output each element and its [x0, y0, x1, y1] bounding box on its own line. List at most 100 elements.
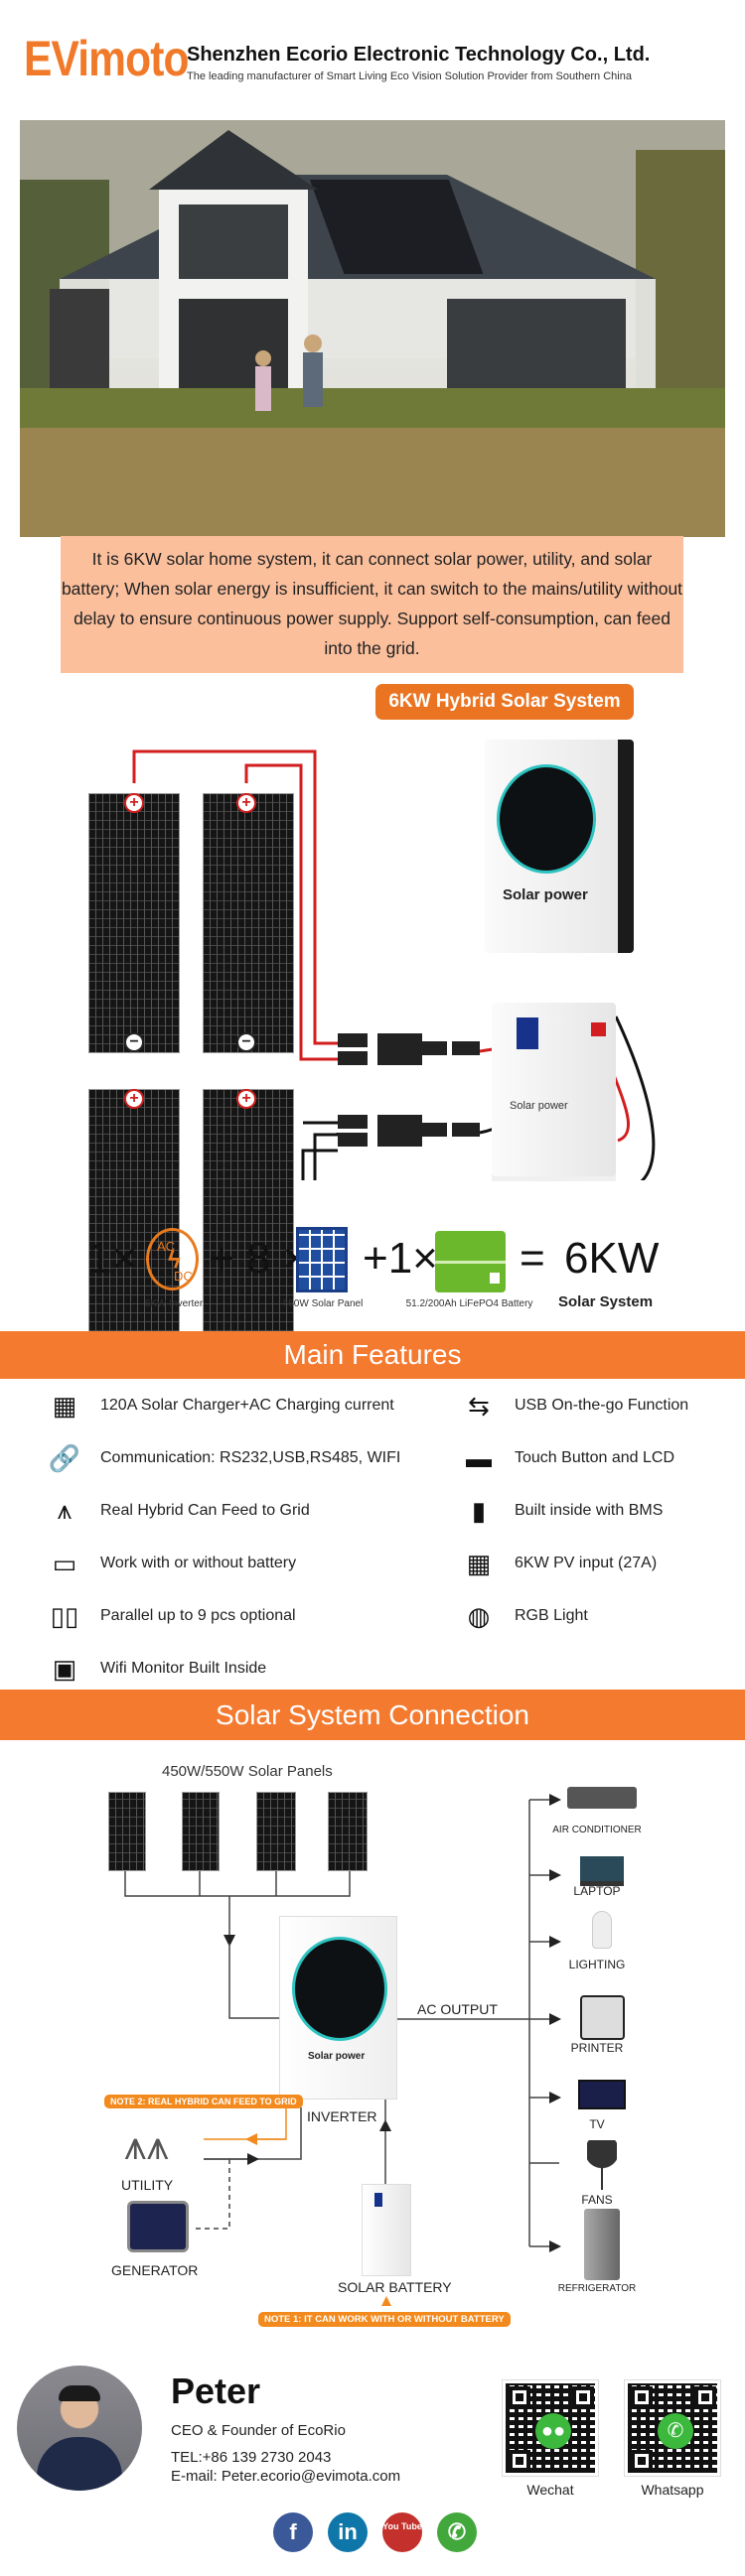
battery-quantity: +1×	[363, 1234, 438, 1283]
feature-item: ▣Wifi Monitor Built Inside	[45, 1653, 266, 1685]
qr-finder	[572, 2386, 594, 2408]
wechat-icon: ●●	[535, 2413, 571, 2449]
feature-label: 120A Solar Charger+AC Charging current	[100, 1397, 394, 1414]
contact-name: Peter	[171, 2371, 261, 2411]
solar-panel	[108, 1792, 146, 1871]
solar-battery-label: SOLAR BATTERY	[338, 2279, 452, 2295]
system-result: 6KW	[564, 1234, 660, 1283]
feature-label: 6KW PV input (27A)	[515, 1555, 658, 1571]
feature-item: ▦ 120A Solar Charger+AC Charging current	[45, 1390, 394, 1422]
inverter-quantity: 1×	[87, 1234, 138, 1283]
feature-label: Touch Button and LCD	[515, 1449, 674, 1466]
appliance-label: REFRIGERATOR	[557, 2283, 637, 2294]
battery-label: 51.2/200Ah LiFePO4 Battery	[405, 1298, 533, 1309]
feature-item: ▦ 6KW PV input (27A)	[459, 1548, 657, 1579]
feature-item: ▭Work with or without battery	[45, 1548, 296, 1579]
feature-item: 🔗 Communication: RS232,USB,RS485, WIFI	[45, 1442, 401, 1474]
company-tagline: The leading manufacturer of Smart Living…	[187, 70, 632, 82]
power-tower-icon: ⩚	[57, 1495, 73, 1525]
negative-terminal-icon: −	[236, 1032, 256, 1052]
feature-label: RGB Light	[515, 1607, 588, 1624]
feature-label: Real Hybrid Can Feed to Grid	[100, 1502, 310, 1519]
tv-icon	[578, 2080, 626, 2109]
lightning-icon: ϟ	[168, 1247, 181, 1274]
solar-panel	[256, 1792, 296, 1871]
whatsapp-icon[interactable]: ✆	[437, 2512, 477, 2552]
feature-item: ▬ Touch Button and LCD	[459, 1442, 674, 1474]
usb-icon: ⇆	[468, 1390, 490, 1421]
positive-terminal-icon: +	[236, 1089, 256, 1109]
battery-brand: Solar power	[510, 1100, 568, 1112]
inverter-image: Solar power	[485, 740, 634, 953]
inverter-brand: Solar power	[503, 886, 588, 903]
touch-lcd-icon: ▬	[466, 1442, 492, 1473]
note-1-badge: NOTE 1: IT CAN WORK WITH OR WITHOUT BATT…	[258, 2312, 511, 2327]
wechat-qr-code[interactable]: ●●	[502, 2379, 599, 2477]
feature-item: ◍ RGB Light	[459, 1600, 588, 1632]
feature-item: ▯▯Parallel up to 9 pcs optional	[45, 1600, 296, 1632]
solar-panel	[203, 1089, 294, 1349]
contact-role: CEO & Founder of EcoRio	[171, 2422, 346, 2439]
qr-finder	[509, 2450, 530, 2472]
solar-connection-header: Solar System Connection	[0, 1690, 745, 1740]
ac-text: AC	[157, 1239, 176, 1254]
evimoto-logo: EVimoto	[24, 31, 190, 86]
solar-panel	[88, 793, 180, 1053]
mc4-connectors	[338, 1033, 480, 1147]
linkedin-icon[interactable]: in	[328, 2512, 368, 2552]
contact-email[interactable]: E-mail: Peter.ecorio@evimota.com	[171, 2468, 401, 2485]
feature-label: Built inside with BMS	[515, 1502, 664, 1519]
ac-dc-inverter-icon: AC ϟ DC	[146, 1228, 199, 1290]
air-conditioner-icon	[567, 1787, 637, 1809]
company-name: Shenzhen Ecorio Electronic Technology Co…	[187, 44, 651, 66]
rgb-light-icon: ◍	[467, 1600, 491, 1631]
positive-terminal-icon: +	[124, 793, 144, 813]
negative-terminal-icon: −	[124, 1032, 144, 1052]
laptop-icon	[580, 1856, 624, 1886]
appliance-label: PRINTER	[570, 2041, 624, 2055]
qr-finder	[631, 2450, 653, 2472]
qr-label: Wechat	[526, 2482, 574, 2498]
facebook-icon[interactable]: f	[273, 2512, 313, 2552]
qr-finder	[509, 2386, 530, 2408]
solar-panel	[88, 1089, 180, 1349]
connection-lines	[124, 1794, 561, 2306]
ac-output-label: AC OUTPUT	[417, 2001, 498, 2017]
solar-panel	[203, 793, 294, 1053]
light-bulb-icon	[592, 1911, 612, 1949]
positive-terminal-icon: +	[236, 793, 256, 813]
feature-label: USB On-the-go Function	[515, 1397, 689, 1414]
feature-label: Communication: RS232,USB,RS485, WIFI	[100, 1449, 401, 1466]
equals-sign: =	[520, 1234, 545, 1283]
battery-bms-icon: ▮	[471, 1495, 487, 1526]
youtube-icon[interactable]: You Tube	[382, 2512, 422, 2552]
system-result-label: Solar System	[558, 1293, 654, 1310]
system-description: It is 6KW solar home system, it can conn…	[61, 536, 683, 673]
qr-label: Whatsapp	[641, 2482, 704, 2498]
note-2-badge: NOTE 2: REAL HYBRID CAN FEED TO GRID	[104, 2095, 303, 2108]
solar-charger-icon: ▦	[52, 1390, 77, 1421]
linkedin-glyph: in	[338, 2519, 358, 2544]
battery-image: Solar power	[492, 1003, 616, 1176]
feature-item: ▮ Built inside with BMS	[459, 1495, 664, 1527]
link-icon: 🔗	[48, 1442, 81, 1473]
utility-label: UTILITY	[121, 2177, 174, 2193]
panel-label: 550W Solar Panel	[282, 1298, 364, 1309]
contact-phone[interactable]: TEL:+86 139 2730 2043	[171, 2449, 332, 2466]
appliance-label: LAPTOP	[573, 1884, 621, 1898]
house-photo	[20, 120, 725, 537]
inverter-brand: Solar power	[308, 2051, 366, 2062]
appliance-label: AIR CONDITIONER	[552, 1825, 642, 1835]
hybrid-system-badge: 6KW Hybrid Solar System	[375, 684, 634, 720]
feature-label: Work with or without battery	[100, 1555, 297, 1571]
feature-item: ⩚ Real Hybrid Can Feed to Grid	[45, 1495, 310, 1527]
appliance-label: LIGHTING	[568, 1958, 626, 1971]
whatsapp-qr-code[interactable]: ✆	[624, 2379, 721, 2477]
utility-tower-icon: ⩚⩚	[124, 2124, 170, 2168]
solar-panel-icon: ▦	[466, 1548, 492, 1578]
wifi-monitor-icon: ▣	[52, 1653, 77, 1684]
whatsapp-glyph: ✆	[447, 2519, 467, 2544]
solar-battery-image	[362, 2184, 411, 2276]
solar-panel	[182, 1792, 220, 1871]
refrigerator-icon	[584, 2209, 620, 2280]
